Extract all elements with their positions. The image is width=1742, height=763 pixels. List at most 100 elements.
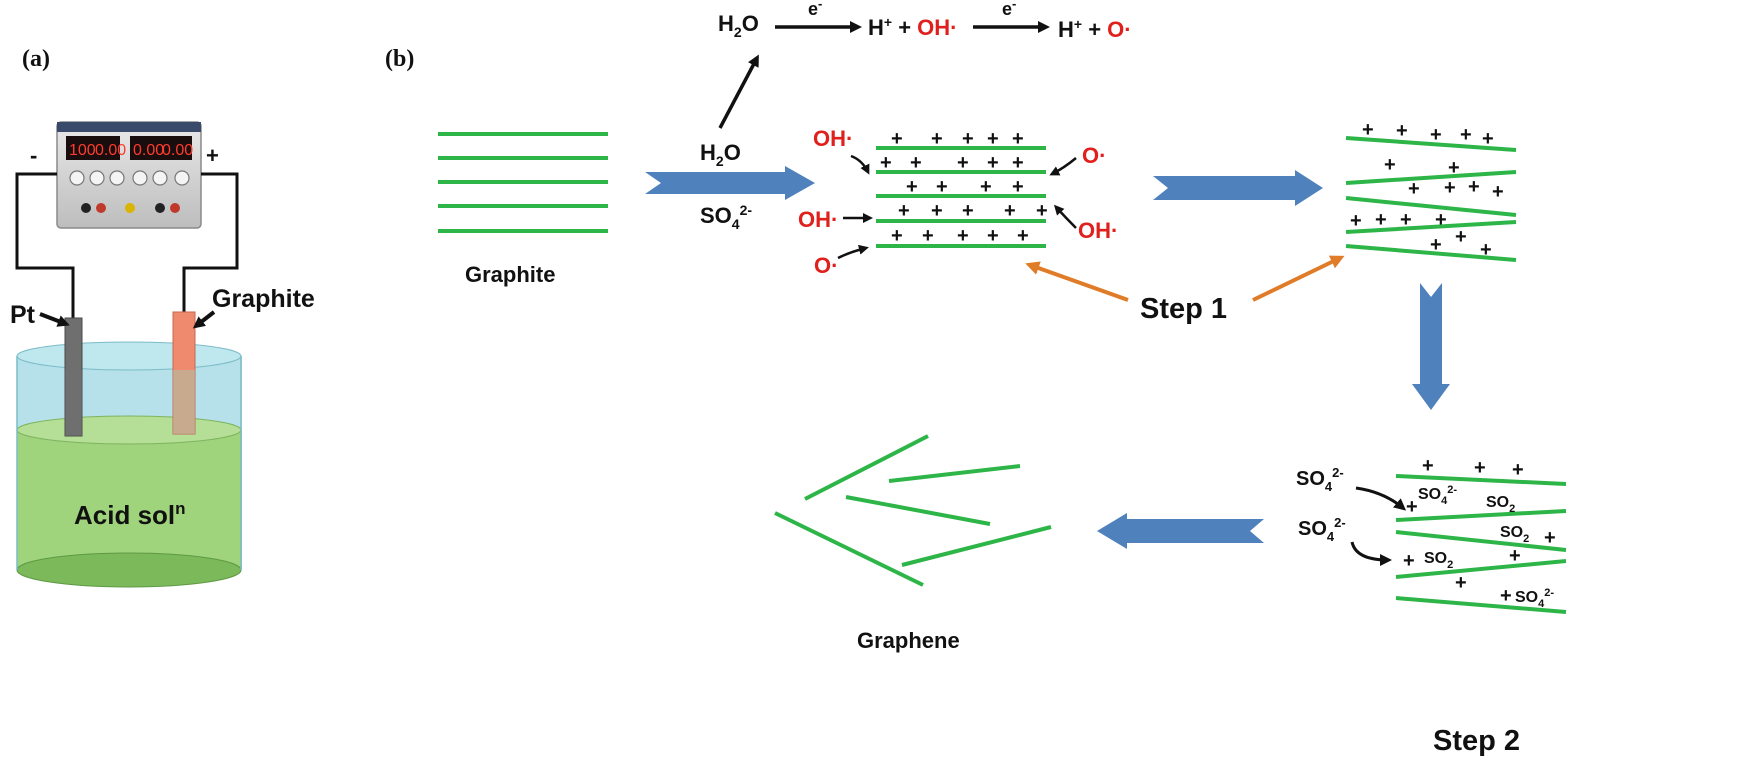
terminal-minus: - [30, 143, 37, 168]
plus-charge: + [1362, 119, 1374, 141]
graphene-sheet [845, 495, 991, 526]
plus-charge: + [962, 200, 974, 222]
graphene-sheet [1345, 170, 1517, 185]
plus-charge: + [880, 152, 892, 174]
graphene-label: Graphene [857, 628, 960, 653]
plus-charge: + [891, 225, 903, 247]
plus-charge: + [1492, 181, 1504, 203]
panel-b: (b) H2O e- H+ + OH· e- H+ + O· Graphite … [385, 0, 1567, 757]
plus-charge: + [1509, 545, 1521, 567]
radical-arrow [1049, 157, 1077, 176]
plus-charge: + [1468, 176, 1480, 198]
graphene-sheet [774, 511, 924, 587]
radical-arrow [850, 154, 870, 175]
so2-label: SO2 [1424, 550, 1453, 571]
electron-label-1: e- [808, 0, 822, 19]
output-terminals [81, 203, 180, 213]
plus-charge: + [1460, 124, 1472, 146]
plus-charge: + [1350, 210, 1362, 232]
plus-charge: + [936, 176, 948, 198]
radical-arrow [837, 244, 869, 260]
electron-label-2: e- [1002, 0, 1016, 19]
panel-a-label: (a) [22, 46, 50, 72]
graphite-pointer-arrow [192, 310, 216, 329]
plus-charge: + [1406, 496, 1418, 518]
plus-charge: + [980, 176, 992, 198]
sulfate-stack: + + + + + + + + + SO42- SO2 SO2 SO2 SO42… [1296, 455, 1567, 614]
plus-charge: + [1448, 157, 1460, 179]
plus-charge: + [1500, 585, 1512, 607]
graphite-stack [438, 132, 608, 233]
wire-positive [182, 172, 239, 312]
oxidation-arrow [718, 54, 759, 129]
plus-charge: + [910, 152, 922, 174]
graphite-electrode-label: Graphite [212, 285, 315, 313]
plus-charge: + [1430, 234, 1442, 256]
sulfate-arrow [1355, 486, 1407, 511]
plus-charge: + [1036, 200, 1048, 222]
graphene-sheet [1395, 596, 1567, 614]
o-radical-label: O· [1082, 143, 1106, 168]
oh-radical-label: OH· [798, 207, 838, 232]
plus-charge: + [1375, 209, 1387, 231]
plus-charge: + [898, 200, 910, 222]
terminal-plus: + [206, 143, 219, 168]
plus-charge: + [1430, 124, 1442, 146]
plus-charge: + [987, 128, 999, 150]
step-1-arrow-left [1025, 261, 1129, 302]
plus-charge: + [962, 128, 974, 150]
graphene-sheet [1345, 220, 1517, 234]
display-readout-1: 100 [69, 142, 96, 159]
pt-label: Pt [10, 301, 36, 329]
graphene-sheet [901, 525, 1052, 567]
plus-charge: + [1408, 178, 1420, 200]
knob-icon [69, 170, 190, 186]
plus-charge: + [1474, 457, 1486, 479]
graphene-sheet [1345, 244, 1517, 262]
plus-charge: + [1396, 120, 1408, 142]
pt-pointer-arrow [39, 312, 70, 327]
oxidized-stack: + + + + + + + + + + + + + + + + + + + + [798, 126, 1118, 278]
panel-a: (a) 100 0.00 0.00 0.00 - + [10, 46, 315, 588]
oh-radical-label: OH· [813, 126, 853, 151]
plus-charge: + [1403, 550, 1415, 572]
o-radical-label: O· [814, 253, 838, 278]
display-right [130, 136, 192, 160]
plus-charge: + [1422, 455, 1434, 477]
display-readout-3: 0.00 [133, 142, 164, 159]
arrow-h2o-label: H2O [700, 140, 741, 169]
solution-label: Acid soln [74, 499, 186, 530]
plus-charge: + [1004, 200, 1016, 222]
plus-charge: + [1012, 128, 1024, 150]
plus-charge: + [957, 152, 969, 174]
plus-charge: + [1455, 226, 1467, 248]
reaction-product-2: H+ + O· [1058, 16, 1132, 42]
plus-charge: + [1544, 527, 1556, 549]
graphene-sheet [1395, 559, 1567, 579]
plus-charge: + [1400, 209, 1412, 231]
graphene-sheet [1345, 196, 1517, 217]
plus-charge: + [1012, 176, 1024, 198]
plus-charge: + [1435, 209, 1447, 231]
sulfate-ion-label: SO42- [1515, 587, 1554, 610]
plus-charge: + [1512, 459, 1524, 481]
panel-b-label: (b) [385, 46, 414, 72]
exfoliated-graphene [774, 434, 1052, 587]
plus-charge: + [1012, 152, 1024, 174]
reaction-h2o: H2O [718, 11, 759, 40]
reaction-product-1: H+ + OH· [868, 14, 957, 40]
plus-charge: + [1444, 177, 1456, 199]
step-2-label: Step 2 [1433, 725, 1520, 757]
step-1-label: Step 1 [1140, 293, 1227, 325]
display-left [66, 136, 120, 160]
plus-charge: + [1482, 128, 1494, 150]
positive-charges: + + + + + + + + + [1403, 455, 1556, 607]
wire-negative [15, 172, 75, 318]
sulfate-arrow [1350, 541, 1392, 566]
process-arrow-2 [1153, 170, 1323, 206]
positive-charges: + + + + + + + + + + + + + + + + + + + + [880, 128, 1048, 247]
plus-charge: + [931, 128, 943, 150]
plus-charge: + [1017, 225, 1029, 247]
incoming-sulfate-label: SO42- [1298, 515, 1346, 544]
